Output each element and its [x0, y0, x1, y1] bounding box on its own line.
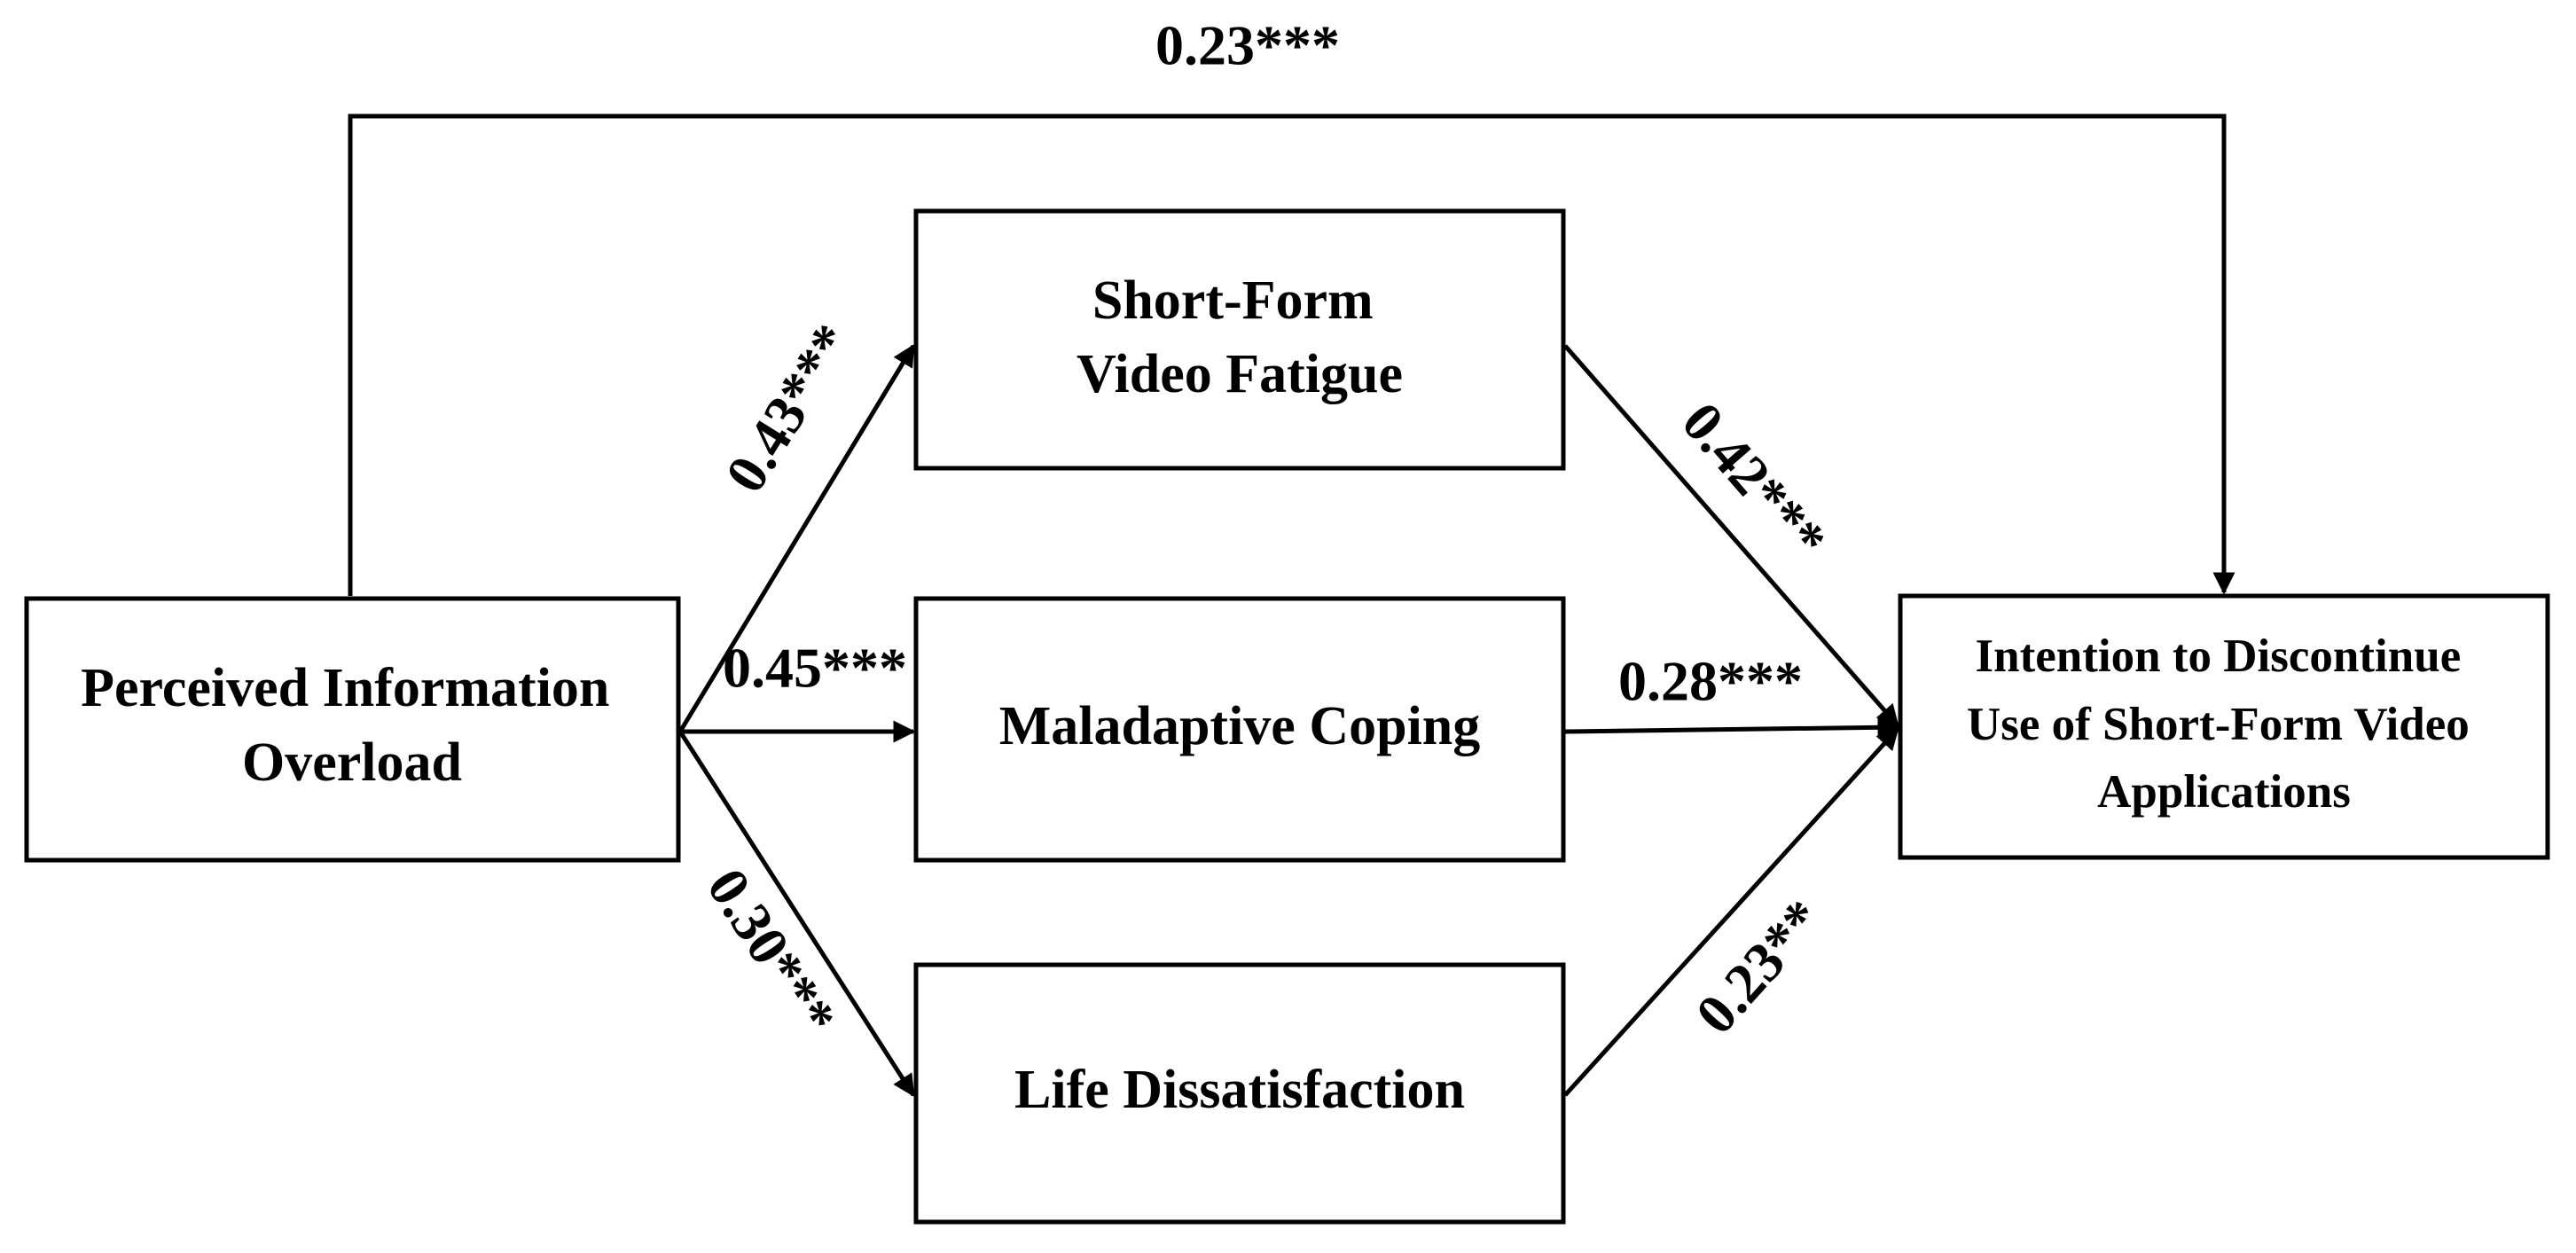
edge-coping-to-intention: [1564, 716, 1900, 739]
edge-direct-effect: [348, 114, 2235, 596]
edge-overload-to-dissatisfaction: [677, 730, 916, 1098]
svg-text:Life Dissatisfaction: Life Dissatisfaction: [1014, 1060, 1465, 1120]
edge-fatigue-to-intention: [1563, 344, 1899, 727]
edge-overload-to-fatigue: [677, 343, 916, 733]
coef-direct-effect: 0.23***: [1155, 14, 1340, 77]
node-life-dissatisfaction: Life Dissatisfaction: [913, 962, 1566, 1225]
svg-text:Perceived Information Ov: Perceived Information Overload: [81, 658, 623, 793]
node-video-fatigue: Short-Form Video Fatigue: [913, 208, 1566, 471]
coef-overload-to-fatigue: 0.43***: [713, 313, 864, 503]
node-video-fatigue-line-2: Video Fatigue: [1077, 344, 1403, 404]
coef-dissatisfaction-to-intention: 0.23**: [1684, 888, 1836, 1045]
svg-text:Short-Form Video Fatigue: Short-Form Video Fatigue: [1077, 270, 1403, 404]
node-discontinue-intention-line-3: Applications: [2097, 766, 2351, 818]
node-maladaptive-coping-line-1: Maladaptive Coping: [999, 696, 1481, 756]
edge-dissatisfaction-to-intention: [1563, 727, 1899, 1097]
node-perceived-overload-line-2: Overload: [242, 732, 462, 793]
node-perceived-overload: Perceived Information Overload: [24, 596, 681, 863]
coef-overload-to-coping: 0.45***: [723, 637, 907, 700]
node-perceived-overload-line-1: Perceived Information: [81, 658, 609, 718]
node-discontinue-intention: Intention to Discontinue Use of Short-Fo…: [1898, 593, 2550, 860]
coef-fatigue-to-intention: 0.42***: [1670, 390, 1838, 571]
node-discontinue-intention-line-2: Use of Short-Form Video: [1967, 699, 2470, 750]
svg-text:Maladaptive Coping: Maladaptive Coping: [999, 696, 1481, 756]
node-maladaptive-coping: Maladaptive Coping: [913, 596, 1566, 863]
node-video-fatigue-line-1: Short-Form: [1092, 270, 1374, 331]
coef-coping-to-intention: 0.28***: [1618, 650, 1803, 713]
svg-text:Intention to Discontinue: Intention to Discontinue Use of Short-Fo…: [1967, 630, 2481, 818]
coef-overload-to-dissatisfaction: 0.30***: [695, 858, 849, 1046]
node-life-dissatisfaction-line-1: Life Dissatisfaction: [1014, 1060, 1465, 1120]
node-discontinue-intention-line-1: Intention to Discontinue: [1976, 630, 2462, 682]
